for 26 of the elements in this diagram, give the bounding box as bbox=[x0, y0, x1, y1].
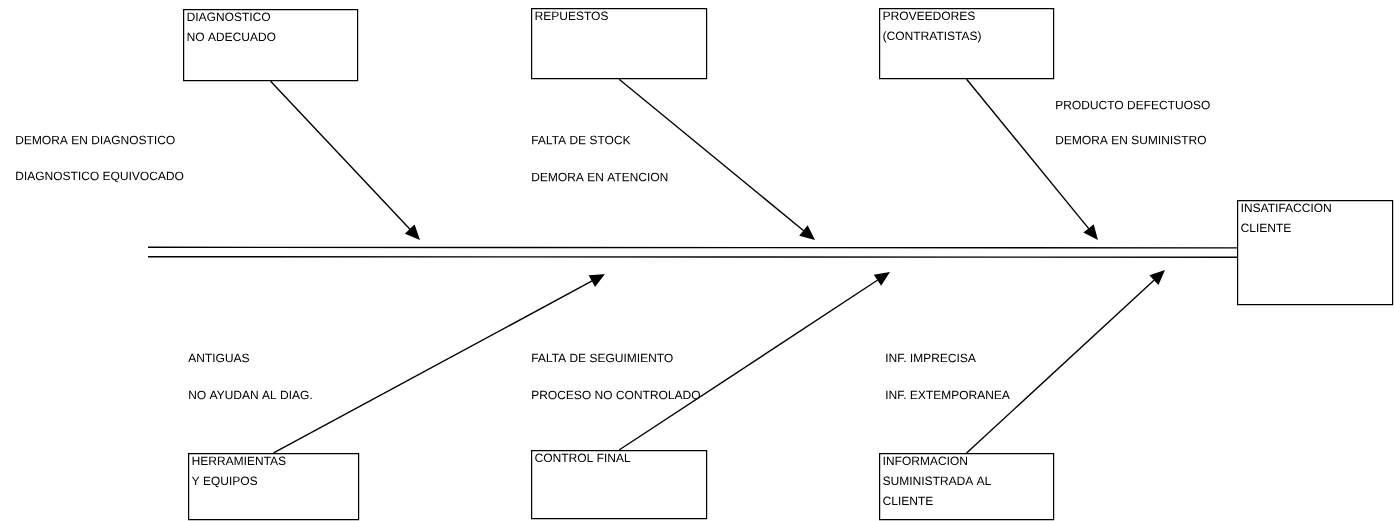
cause-text: PRODUCTO DEFECTUOSO bbox=[1056, 100, 1210, 110]
cause-text: INF. EXTEMPORANEA bbox=[886, 390, 1010, 400]
arrow bbox=[965, 270, 1165, 454]
cause-text: INF. IMPRECISA bbox=[886, 353, 976, 363]
cause-box: INFORMACION SUMINISTRADA AL CLIENTE bbox=[879, 453, 1055, 521]
cause-text: NO AYUDAN AL DIAG. bbox=[189, 390, 312, 400]
cause-text: ANTIGUAS bbox=[188, 353, 249, 363]
cause-box: CONTROL FINAL bbox=[531, 450, 708, 520]
cause-box: REPUESTOS bbox=[531, 8, 708, 80]
effect-box: INSATIFACCION CLIENTE bbox=[1237, 200, 1394, 306]
cause-text: PROCESO NO CONTROLADO bbox=[532, 390, 700, 400]
arrow bbox=[965, 78, 1098, 240]
cause-box: DIAGNOSTICO NO ADECUADO bbox=[183, 9, 359, 82]
arrow bbox=[272, 274, 605, 454]
spine-line bbox=[148, 246, 1237, 258]
arrow bbox=[618, 78, 815, 240]
cause-text: FALTA DE STOCK bbox=[532, 135, 631, 145]
cause-text: FALTA DE SEGUIMIENTO bbox=[532, 353, 673, 363]
cause-text: DEMORA EN ATENCION bbox=[532, 172, 668, 182]
cause-text: DEMORA EN SUMINISTRO bbox=[1056, 135, 1206, 145]
cause-box: HERRAMIENTAS Y EQUIPOS bbox=[188, 453, 360, 521]
arrow bbox=[269, 80, 420, 240]
cause-text: DIAGNOSTICO EQUIVOCADO bbox=[16, 171, 184, 183]
arrow bbox=[618, 272, 890, 451]
cause-box: PROVEEDORES (CONTRATISTAS) bbox=[879, 8, 1055, 80]
cause-text: DEMORA EN DIAGNOSTICO bbox=[16, 135, 175, 145]
